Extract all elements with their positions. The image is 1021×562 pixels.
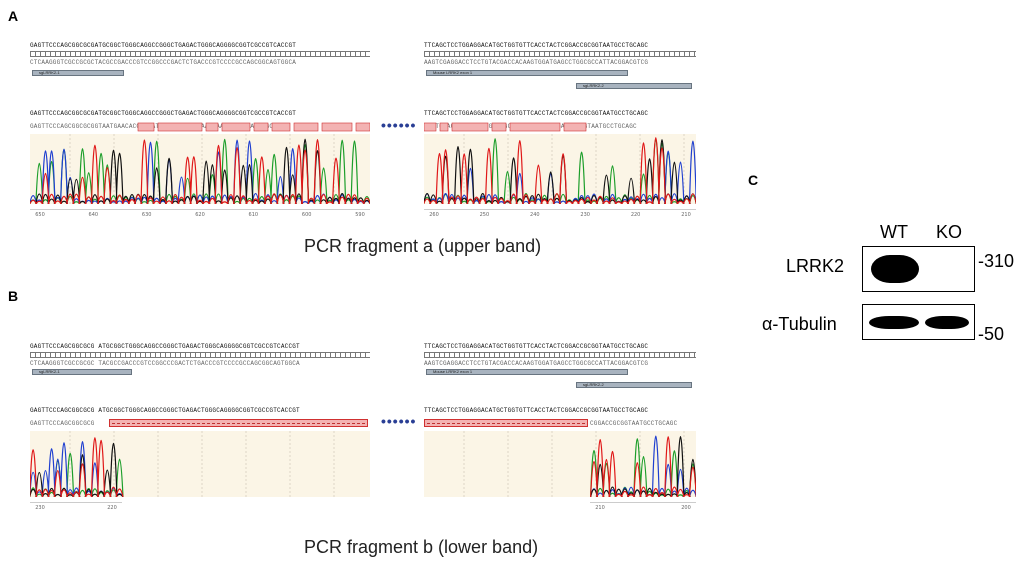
panel-letter-c: C: [748, 172, 759, 188]
complement-sequence: AAGTCGAGGACCTCCTGTACGACCACAAGTGGATGAGCCT…: [424, 59, 649, 66]
tick-label: 260: [429, 212, 439, 217]
chromatogram-axis: 210 200: [590, 497, 696, 511]
lane-label-ko: KO: [936, 222, 963, 242]
base-calls: GAGTTCCCAGCGGCGCG: [30, 420, 95, 427]
chromatogram-svg: [30, 431, 335, 497]
tick-label: 220: [631, 212, 641, 217]
reference-sequence: TTCAGCTCCTGGAGGACATGCTGGTGTTCACCTACTCGGA…: [424, 42, 649, 49]
tick-axis-svg: 650 640 630 620 610 600 590: [30, 209, 370, 218]
mw-marker-50: -50: [978, 324, 1005, 344]
chromatogram-axis: 650 640 630 620 610 600 590: [30, 204, 370, 218]
sgrna-feature-arrow: sgLRRK2-2: [576, 83, 692, 89]
trace-line: [590, 438, 696, 497]
tick-label: 600: [302, 212, 312, 217]
tick-label: 590: [355, 212, 365, 217]
trace-line: [30, 441, 124, 497]
protein-band-wt: [869, 316, 919, 329]
reference-sequence: GAGTTCCCAGCGGCGCG ATGCGGCTGGGCAGGCCGGGCT…: [30, 343, 300, 350]
mw-marker-310: -310: [978, 251, 1015, 271]
tick-label: 230: [35, 505, 45, 510]
sequence-alignment-a-right: TTCAGCTCCTGGAGGACATGCTGGTGTTCACCTACTCGGA…: [424, 42, 696, 218]
reference-sequence-repeat: GAGTTCCCAGCGGCGCG ATGCGGCTGGGCAGGCCGGGCT…: [30, 407, 300, 414]
tick-axis-svg: 230 220: [30, 502, 122, 511]
trace-line: [590, 436, 696, 497]
sequence-gap-ellipsis-a: ••••••: [381, 117, 417, 133]
chromatogram-svg: [424, 134, 696, 204]
tick-label: 610: [249, 212, 259, 217]
tick-label: 230: [580, 212, 590, 217]
sgrna-feature-arrow: sgLRRK2-2: [576, 382, 692, 388]
chromatogram-trace: [424, 431, 696, 497]
sgrna-feature-arrow: sgLRRK2-1: [32, 369, 132, 375]
deletion-highlight: [109, 419, 368, 427]
complement-sequence: CTCAAGGGTCGCCGCGCTACGCCGACCCGTCCGGCCCGAC…: [30, 59, 297, 66]
reference-sequence-repeat: TTCAGCTCCTGGAGGACATGCTGGTGTTCACCTACTCGGA…: [424, 407, 649, 414]
mismatch-highlights: [137, 122, 370, 132]
lane-label-wt: WT: [880, 222, 908, 242]
protein-band-ko: [925, 316, 969, 329]
trace-line: [30, 437, 124, 497]
trace-line: [30, 443, 124, 497]
trace-line: [30, 139, 370, 204]
chromatogram-trace: [30, 431, 370, 497]
mw-marker-value: 50: [984, 324, 1005, 344]
tick-label: 650: [35, 212, 45, 217]
protein-band-wt: [871, 255, 919, 283]
blot-label-lrrk2: LRRK2: [786, 256, 845, 276]
reference-sequence-repeat: GAGTTCCCAGCGGCGCGATGCGGCTGGGCAGGCCGGGCTG…: [30, 110, 297, 117]
reference-sequence: TTCAGCTCCTGGAGGACATGCTGGTGTTCACCTACTCGGA…: [424, 343, 649, 350]
tick-axis-svg: 260 250 240 230 220 210: [424, 209, 696, 218]
sequence-alignment-a-left: GAGTTCCCAGCGGCGCGATGCGGCTGGGCAGGCCGGGCTG…: [30, 42, 370, 218]
base-calls: CGGACCGCGGTAATGCCTGCAGC: [590, 420, 678, 427]
caption-panel-a: PCR fragment a (upper band): [304, 236, 542, 256]
sequence-alignment-b-right: TTCAGCTCCTGGAGGACATGCTGGTGTTCACCTACTCGGA…: [424, 343, 696, 513]
mismatch-highlights: [424, 122, 587, 132]
tick-label: 640: [89, 212, 99, 217]
chromatogram-svg: [30, 134, 370, 204]
chromatogram-trace: [424, 134, 696, 204]
reference-sequence: GAGTTCCCAGCGGCGCGATGCGGCTGGGCAGGCCGGGCTG…: [30, 42, 297, 49]
tick-label: 210: [681, 212, 691, 217]
tick-axis-svg: 210 200: [590, 502, 696, 511]
complement-sequence: CTCAAGGGTCGCCGCGC TACGCCGACCCGTCCGGCCCGA…: [30, 360, 300, 367]
tick-label: 200: [681, 505, 691, 510]
tick-label: 240: [530, 212, 540, 217]
mw-marker-value: 310: [984, 251, 1015, 271]
position-ruler: [424, 51, 696, 57]
tick-label: 220: [107, 505, 117, 510]
tick-label: 620: [195, 212, 205, 217]
complement-sequence: AAGTCGAGGACCTCCTGTACGACCACAAGTGGATGAGCCT…: [424, 360, 649, 367]
chromatogram-axis: 230 220: [30, 497, 370, 511]
trace-line: [424, 140, 696, 204]
exon-feature-arrow: Mouse LRRK2 exon 1: [426, 70, 628, 76]
western-blot-lrrk2: [862, 246, 975, 292]
sequence-gap-ellipsis-b: ••••••: [381, 413, 417, 429]
western-blot-tubulin: [862, 304, 975, 340]
exon-feature-arrow: Mouse LRRK2 exon 1: [426, 369, 628, 375]
blot-label-tubulin: α-Tubulin: [762, 314, 837, 334]
position-ruler: [30, 352, 370, 358]
caption-panel-b: PCR fragment b (lower band): [304, 537, 539, 557]
sgrna-feature-arrow: sgLRRK2-1: [32, 70, 124, 76]
sequence-alignment-b-left: GAGTTCCCAGCGGCGCG ATGCGGCTGGGCAGGCCGGGCT…: [30, 343, 370, 513]
panel-letter-a: A: [8, 8, 19, 24]
reference-sequence-repeat: TTCAGCTCCTGGAGGACATGCTGGTGTTCACCTACTCGGA…: [424, 110, 649, 117]
tick-label: 630: [142, 212, 152, 217]
tick-label: 250: [480, 212, 490, 217]
chromatogram-axis: 260 250 240 230 220 210: [424, 204, 696, 218]
deletion-highlight: [424, 419, 588, 427]
panel-letter-b: B: [8, 288, 19, 304]
tick-label: 210: [595, 505, 605, 510]
position-ruler: [424, 352, 696, 358]
trace-line: [424, 137, 696, 204]
chromatogram-trace: [30, 134, 370, 204]
position-ruler: [30, 51, 370, 57]
chromatogram-svg: [463, 431, 696, 497]
